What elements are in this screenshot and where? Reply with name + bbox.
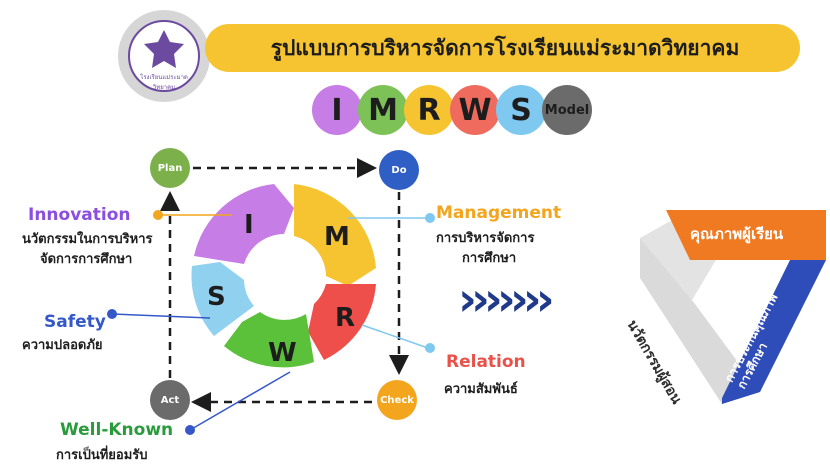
logo-caption: โรงเรียนแม่ระมาดวิทยาคม — [140, 74, 188, 91]
dot-management — [425, 213, 435, 223]
model-letter-r: R — [404, 85, 454, 135]
label-wellknown: Well-Known — [60, 420, 174, 440]
cycle-segment-m — [294, 184, 376, 286]
connector-safety — [111, 313, 211, 319]
connector-wellknown — [189, 371, 291, 431]
label-relation: Relation — [446, 352, 526, 372]
node-act: Act — [150, 380, 190, 420]
label-safety-th1: ความปลอดภัย — [22, 338, 103, 353]
quality-triangle — [640, 210, 826, 404]
model-letter-w: W — [450, 85, 500, 135]
label-management-th2: การศึกษา — [462, 251, 517, 266]
cycle-segment-w — [224, 312, 314, 368]
model-label-circle: Model — [542, 85, 592, 135]
label-wellknown-th1: การเป็นที่ยอมรับ — [56, 448, 148, 463]
emblem-icon — [144, 30, 184, 68]
title-banner — [205, 24, 800, 72]
label-innovation-th2: จัดการการศึกษา — [40, 252, 133, 267]
label-management: Management — [436, 203, 562, 223]
label-safety: Safety — [44, 312, 106, 332]
node-plan: Plan — [150, 148, 190, 188]
node-check: Check — [377, 380, 417, 420]
cycle-letter-w: W — [268, 338, 297, 368]
label-innovation-th1: นวัตกรรมในการบริหาร — [22, 232, 153, 247]
cycle-segment-i — [194, 184, 294, 264]
dot-safety — [107, 309, 117, 319]
dot-relation — [425, 343, 435, 353]
cycle-letter-s: S — [207, 282, 226, 312]
model-letter-i: I — [312, 85, 362, 135]
node-do: Do — [379, 150, 419, 190]
chevron-arrows-icon: ››››››› — [458, 272, 555, 326]
label-relation-th1: ความสัมพันธ์ — [444, 382, 518, 397]
dot-innovation — [153, 210, 163, 220]
cycle-segment-r — [308, 284, 376, 360]
connector-relation — [361, 324, 429, 349]
cycle-letter-m: M — [324, 222, 350, 252]
label-management-th1: การบริหารจัดการ — [436, 231, 535, 246]
model-letter-s: S — [496, 85, 546, 135]
cycle-letter-r: R — [335, 303, 356, 333]
page-title: รูปแบบการบริหารจัดการโรงเรียนแม่ระมาดวิท… — [270, 36, 740, 60]
label-innovation: Innovation — [28, 205, 131, 225]
triangle-top-label: คุณภาพผู้เรียน — [690, 225, 784, 243]
model-letter-m: M — [358, 85, 408, 135]
cycle-letter-i: I — [244, 210, 254, 240]
dot-wellknown — [185, 425, 195, 435]
